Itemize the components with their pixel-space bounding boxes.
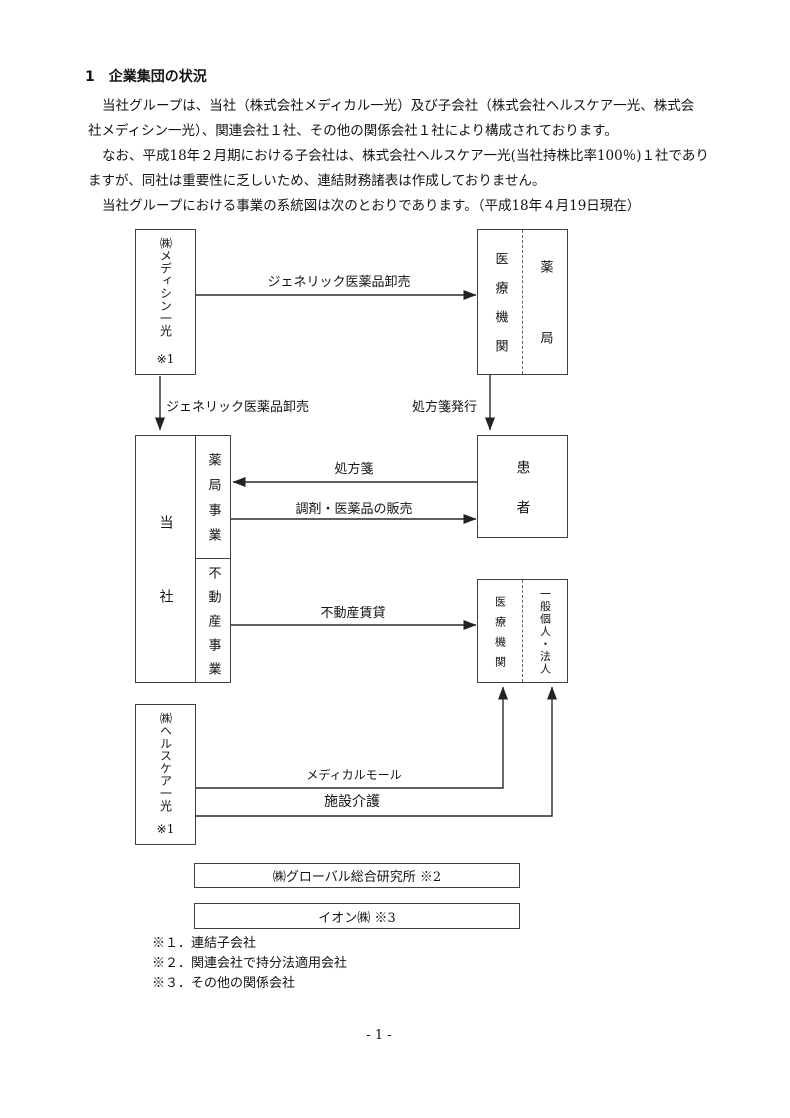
paragraph-line: 当社グループにおける事業の系統図は次のとおりであります。（平成18年４月19日現… bbox=[102, 198, 641, 214]
pharmacy-division-cell: 薬局事業 bbox=[196, 436, 230, 559]
section-heading: 1 企業集団の状況 bbox=[85, 69, 207, 85]
page-number: - 1 - bbox=[366, 1028, 392, 1043]
box-aeon: イオン㈱ ※3 bbox=[194, 903, 520, 929]
medical-institution-label: 医療機関 bbox=[493, 595, 507, 676]
box-medical-pharmacy-right-cell: 薬局 bbox=[523, 230, 567, 402]
pharmacy-label: 薬局 bbox=[537, 260, 553, 402]
paragraph-line: 社メディシン一光）、関連会社１社、その他の関係会社１社により構成されております。 bbox=[88, 123, 618, 139]
box-medical-pharmacy-left-cell: 医療機関 bbox=[478, 230, 523, 374]
global-institute-label: ㈱グローバル総合研究所 ※2 bbox=[272, 870, 442, 885]
aeon-label: イオン㈱ ※3 bbox=[318, 910, 396, 926]
flow-label-facility-care: 施設介護 bbox=[324, 794, 380, 810]
footnote-3: ※３．その他の関係会社 bbox=[152, 976, 296, 991]
flow-label-dispense-sales: 調剤・医薬品の販売 bbox=[295, 502, 413, 517]
box-patient: 患者 bbox=[477, 435, 568, 540]
box-medicine-ikko-label: ㈱メディシン一光 bbox=[158, 237, 173, 337]
box-company-main-cell: 当社 bbox=[136, 436, 195, 682]
box-medical-general-left-cell: 医療機関 bbox=[478, 580, 523, 682]
footnote-2: ※２．関連会社で持分法適用会社 bbox=[152, 956, 348, 971]
box-medical-general-right-cell: 一般個人・法人 bbox=[523, 580, 567, 682]
box-healthcare-ikko: ㈱ヘルスケア一光 ※1 bbox=[135, 704, 196, 845]
box-healthcare-ikko-note: ※1 bbox=[156, 822, 175, 836]
box-medicine-ikko-note: ※1 bbox=[156, 352, 175, 366]
box-global-institute: ㈱グローバル総合研究所 ※2 bbox=[194, 863, 520, 888]
paragraph-line: ますが、同社は重要性に乏しいため、連結財務諸表は作成しておりません。 bbox=[88, 173, 546, 189]
flow-label-generic-wholesale-down: ジェネリック医薬品卸売 bbox=[166, 400, 310, 415]
company-label: 当社 bbox=[157, 515, 174, 663]
realestate-division-label: 不動産事業 bbox=[205, 566, 221, 686]
paragraph-line: 当社グループは、当社（株式会社メディカル一光）及び子会社（株式会社ヘルスケア一光… bbox=[102, 98, 695, 114]
patient-label: 患者 bbox=[514, 459, 531, 540]
footnote-1: ※１．連結子会社 bbox=[152, 936, 257, 951]
box-company: 当社 薬局事業 不動産事業 bbox=[135, 435, 231, 686]
intro-paragraphs: 当社グループは、当社（株式会社メディカル一光）及び子会社（株式会社ヘルスケア一光… bbox=[88, 94, 714, 219]
medical-institution-label: 医療機関 bbox=[492, 252, 508, 368]
flow-label-prescription: 処方箋 bbox=[334, 462, 374, 477]
box-medical-pharmacy: 医療機関 薬局 bbox=[477, 229, 568, 402]
pharmacy-division-label: 薬局事業 bbox=[205, 453, 221, 553]
flow-label-prescription-issue: 処方箋発行 bbox=[412, 400, 478, 415]
flow-label-generic-wholesale: ジェネリック医薬品卸売 bbox=[267, 275, 411, 290]
box-company-divisions: 薬局事業 不動産事業 bbox=[195, 436, 230, 686]
box-medicine-ikko: ㈱メディシン一光 ※1 bbox=[135, 229, 196, 375]
flow-label-medical-mall: メディカルモール bbox=[306, 768, 402, 782]
flow-label-real-estate-lease: 不動産賃貸 bbox=[320, 606, 386, 621]
realestate-division-cell: 不動産事業 bbox=[196, 559, 230, 686]
general-individual-corporate-label: 一般個人・法人 bbox=[538, 588, 552, 676]
box-medical-general: 医療機関 一般個人・法人 bbox=[477, 579, 568, 683]
footnotes: ※１．連結子会社 ※２．関連会社で持分法適用会社 ※３．その他の関係会社 bbox=[152, 934, 347, 994]
paragraph-line: なお、平成18年２月期における子会社は、株式会社ヘルスケア一光(当社持株比率10… bbox=[102, 148, 709, 164]
box-healthcare-ikko-label: ㈱ヘルスケア一光 bbox=[158, 712, 173, 812]
